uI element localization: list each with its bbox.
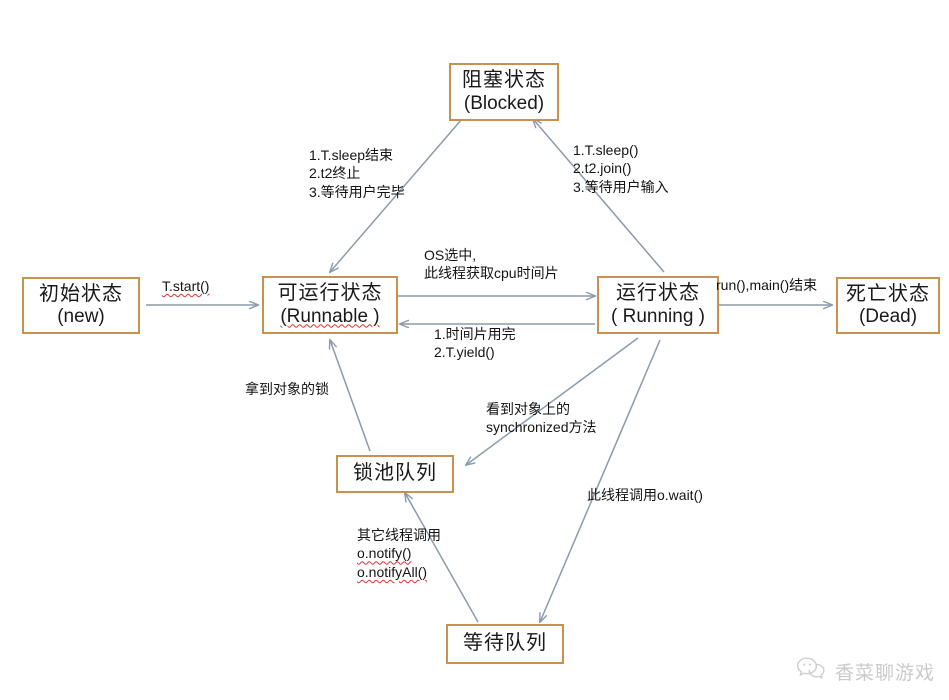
node-lockpool-line1: 锁池队列 (353, 462, 437, 485)
label-running-to-blocked-line3: 3.等待用户输入 (573, 178, 669, 195)
node-new-line2: (new) (57, 306, 105, 328)
wire-running-to-waitqueue (540, 339, 661, 622)
wire-blocked-to-runnable (330, 118, 463, 272)
label-running-to-dead: run(),main()结束 (716, 276, 817, 294)
label-running-to-runnable-line1: 1.时间片用完 (434, 326, 516, 342)
node-runnable[interactable]: 可运行状态 (Runnable ) (262, 276, 398, 334)
node-blocked[interactable]: 阻塞状态 (Blocked) (449, 63, 559, 121)
label-blocked-to-runnable: 1.T.sleep结束 2.t2终止 3.等待用户完毕 (309, 146, 405, 201)
label-blocked-to-runnable-line1: 1.T.sleep结束 (309, 147, 394, 163)
label-waitqueue-to-lockpool-line3: o.notifyAll() (357, 563, 428, 580)
label-running-to-blocked-line2: 2.t2.join() (573, 160, 632, 177)
label-lockpool-to-runnable-text: 拿到对象的锁 (245, 381, 329, 397)
node-new-line1: 初始状态 (39, 282, 123, 305)
wechat-chat-icon (796, 656, 826, 686)
label-blocked-to-runnable-line3: 3.等待用户完毕 (309, 183, 405, 200)
node-running-line1: 运行状态 (616, 282, 700, 304)
label-running-to-lockpool: 看到对象上的 synchronized方法 (486, 400, 597, 437)
label-waitqueue-to-lockpool-line2: o.notify() (357, 545, 412, 562)
label-start: T.start() (162, 277, 209, 295)
node-blocked-line2: (Blocked) (463, 92, 545, 114)
label-waitqueue-to-lockpool: 其它线程调用 o.notify() o.notifyAll() (357, 526, 441, 581)
wire-waitqueue-to-lockpool (405, 493, 479, 623)
node-waitqueue-line1: 等待队列 (463, 632, 547, 655)
node-waitqueue[interactable]: 等待队列 (446, 624, 564, 664)
label-runnable-to-running-line2: 此线程获取cpu时间片 (424, 265, 559, 282)
node-running-line2: ( Running ) (611, 305, 705, 327)
label-runnable-to-running: OS选中, 此线程获取cpu时间片 (424, 246, 559, 283)
label-running-to-waitqueue-text: 此线程调用o.wait() (587, 487, 703, 503)
label-running-to-runnable: 1.时间片用完 2.T.yield() (434, 325, 516, 362)
node-dead[interactable]: 死亡状态 (Dead) (836, 277, 940, 334)
node-running[interactable]: 运行状态 ( Running ) (597, 276, 719, 334)
node-dead-line1: 死亡状态 (846, 282, 930, 305)
node-runnable-line1: 可运行状态 (277, 282, 383, 304)
node-lockpool[interactable]: 锁池队列 (336, 455, 454, 493)
watermark-text: 香菜聊游戏 (834, 662, 935, 684)
label-running-to-lockpool-line1: 看到对象上的 (486, 401, 570, 417)
wire-lockpool-to-runnable (330, 340, 371, 452)
label-running-to-blocked: 1.T.sleep() 2.t2.join() 3.等待用户输入 (573, 141, 669, 196)
label-waitqueue-to-lockpool-line1: 其它线程调用 (357, 527, 441, 543)
label-lockpool-to-runnable: 拿到对象的锁 (245, 380, 329, 398)
label-running-to-lockpool-line2: synchronized方法 (486, 419, 597, 436)
label-running-to-waitqueue: 此线程调用o.wait() (587, 486, 703, 504)
label-runnable-to-running-line1: OS选中, (424, 247, 477, 263)
wire-running-to-lockpool (466, 337, 639, 465)
label-running-to-dead-text: run(),main()结束 (716, 277, 818, 293)
label-blocked-to-runnable-line2: 2.t2终止 (309, 165, 361, 182)
node-runnable-line2: (Runnable ) (280, 305, 380, 327)
label-running-to-blocked-line1: 1.T.sleep() (573, 142, 639, 158)
node-blocked-line1: 阻塞状态 (462, 69, 546, 91)
node-new[interactable]: 初始状态 (new) (22, 277, 140, 334)
label-start-text: T.start() (162, 278, 210, 294)
watermark: 香菜聊游戏 (796, 656, 935, 686)
node-dead-line2: (Dead) (858, 306, 918, 328)
wire-running-to-blocked (533, 119, 665, 273)
label-running-to-runnable-line2: 2.T.yield() (434, 344, 495, 361)
